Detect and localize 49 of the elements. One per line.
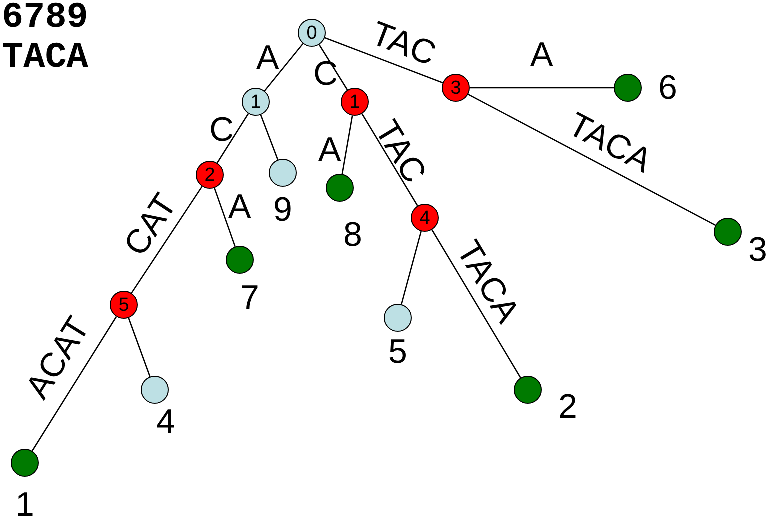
edge-label: A [228, 190, 252, 224]
node-circle: 5 [110, 291, 138, 319]
leaf-circle [714, 218, 742, 246]
leaf-number: 8 [344, 218, 362, 252]
leaf-number: 5 [388, 335, 408, 369]
tree-edge [470, 87, 614, 89]
leaf-number: 4 [156, 405, 176, 439]
leaf-circle [326, 174, 354, 202]
node-circle: 1 [242, 88, 270, 116]
leaf-circle [514, 376, 542, 404]
tree-edge [342, 116, 354, 174]
tree-edge [214, 188, 236, 248]
leaf-circle [11, 449, 39, 477]
leaf-number: 1 [16, 488, 34, 522]
tree-edge [362, 114, 418, 206]
tree-edge [432, 230, 522, 378]
tree-edge [401, 231, 422, 305]
tree-edge [468, 94, 716, 226]
leaf-circle [614, 74, 642, 102]
tree-edge [264, 43, 304, 92]
edge-label: A [256, 41, 280, 75]
edge-label: TAC [366, 16, 440, 72]
edge-label: A [318, 133, 342, 167]
tree-edge [318, 44, 348, 90]
leaf-number: 7 [240, 281, 260, 315]
tree-edge [324, 37, 444, 84]
tree-edge [131, 186, 203, 294]
leaf-circle [226, 246, 254, 274]
node-circle: 4 [411, 204, 439, 232]
leaf-number: 6 [658, 71, 678, 105]
leaf-number: 9 [274, 193, 292, 227]
tree-edge [128, 318, 151, 378]
tree-edge [32, 316, 118, 452]
leaf-number: 2 [558, 390, 578, 424]
tree-edge [260, 114, 279, 160]
leaf-circle [141, 376, 169, 404]
leaf-circle [269, 159, 297, 187]
node-circle: 2 [196, 161, 224, 189]
node-circle: 1 [341, 88, 369, 116]
tree-edge [216, 114, 250, 164]
edge-label: C [314, 57, 338, 91]
leaf-number: 3 [748, 233, 768, 267]
leaf-circle [384, 304, 412, 332]
sequence-text: TACA [2, 40, 88, 76]
sequence-text: 6789 [2, 0, 88, 36]
edge-label: A [530, 38, 554, 72]
node-circle: 3 [442, 74, 470, 102]
node-circle: 0 [298, 19, 326, 47]
edge-label: C [210, 113, 234, 147]
